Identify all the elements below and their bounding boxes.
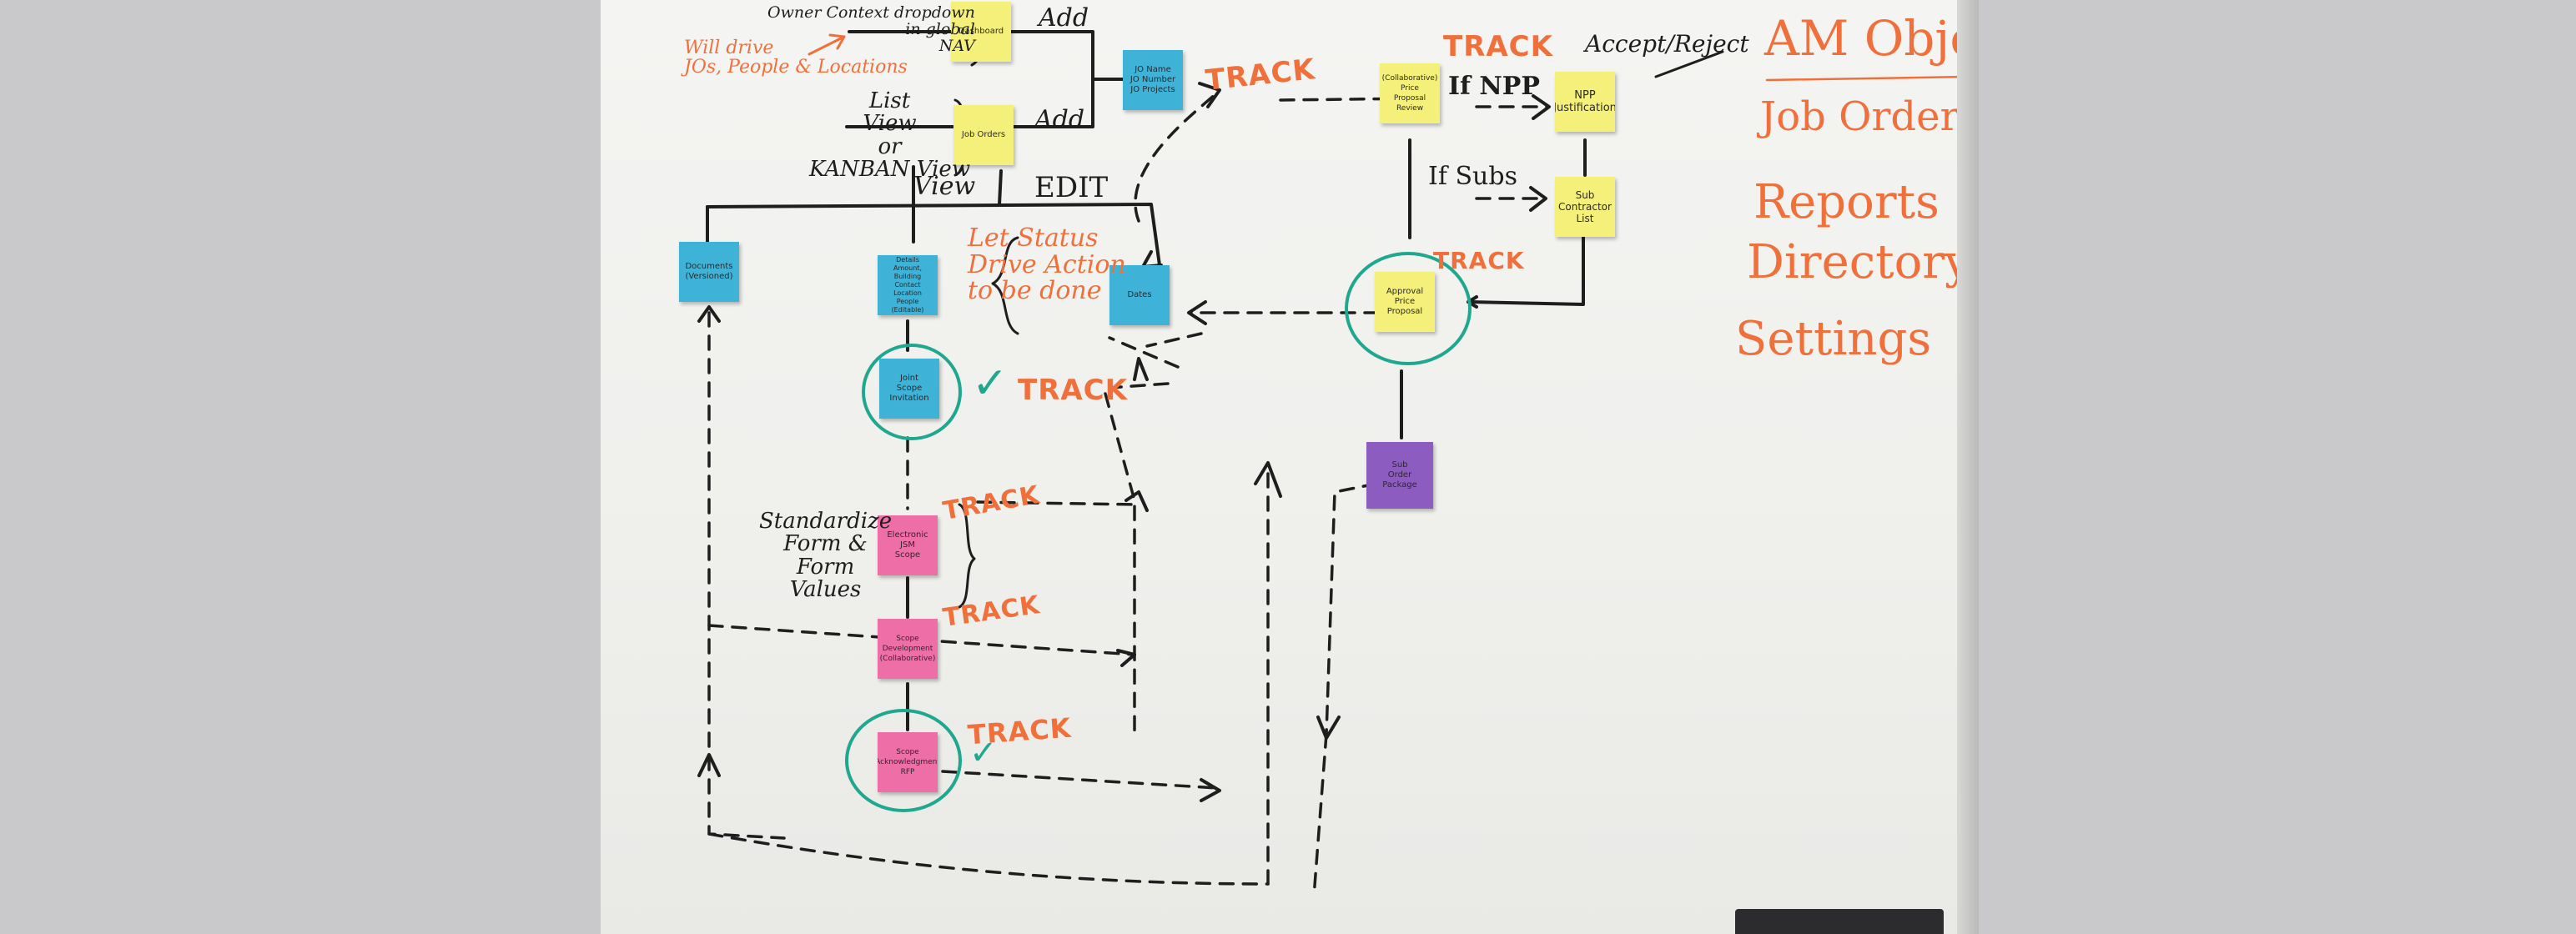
objective-directory: Directory	[1747, 235, 1971, 289]
note-jo-fields: JO Name JO Number JO Projects	[1123, 50, 1183, 110]
label-view: View	[913, 172, 976, 201]
board-eraser	[1735, 909, 1944, 934]
label-track-4: TRACK	[1018, 374, 1128, 407]
label-add-1: Add	[1039, 3, 1089, 33]
label-edit: EDIT	[1034, 171, 1109, 204]
note-sub-order-package: Sub Order Package	[1366, 442, 1433, 509]
note-dashboard: Dashboard	[951, 2, 1011, 62]
note-dates: Dates	[1109, 265, 1170, 325]
objective-job-orders: Job Orders	[1760, 93, 1974, 140]
note-jsm: Electronic JSM Scope	[878, 515, 938, 575]
check-joint-scope: ✓	[972, 359, 1009, 409]
label-track-3: TRACK	[1433, 247, 1525, 274]
label-owner-context: Owner Context dropdown in global NAV	[767, 3, 975, 55]
label-if-npp: If NPP	[1448, 72, 1540, 101]
label-let-status: Let Status Drive Action to be done	[968, 223, 1126, 305]
note-price-proposal-review: (Collaborative) Price Proposal Review	[1380, 63, 1440, 123]
label-list-view: List View or KANBAN View	[809, 88, 971, 182]
note-job-orders: Job Orders	[953, 105, 1014, 165]
check-rfp: ✓	[969, 734, 998, 772]
objective-reports: Reports	[1753, 175, 1940, 229]
note-documents: Documents (Versioned)	[679, 242, 739, 302]
note-joint-scope: Joint Scope Invitation	[879, 359, 939, 419]
note-details: Details Amount, Building Contact Locatio…	[878, 255, 938, 315]
label-track-2: TRACK	[1443, 30, 1553, 63]
label-will-drive: Will drive JOs, People & Locations	[684, 38, 908, 78]
objective-settings: Settings	[1735, 312, 1932, 366]
objectives-title: AM Objectives	[1764, 10, 1974, 67]
whiteboard: Dashboard Job Orders JO Name JO Number J…	[601, 0, 1974, 934]
note-npp: NPP Justification	[1555, 72, 1615, 132]
note-sub-contractor-list: Sub Contractor List	[1555, 177, 1615, 237]
note-approved-price-proposal: Approval Price Proposal	[1375, 272, 1435, 332]
label-standardize: Standardize Form & Form Values	[759, 509, 893, 602]
connector-lines	[697, 7, 1970, 898]
board-frame	[1957, 0, 1979, 934]
label-add-2: Add	[1034, 105, 1085, 134]
view-edit-bar	[706, 203, 1161, 267]
label-if-subs: If Subs	[1428, 162, 1517, 191]
note-scope-acknowledgement: Scope Acknowledgment RFP	[878, 732, 938, 792]
label-accept-reject: Accept/Reject	[1585, 30, 1749, 58]
note-scope-development: Scope Development (Collaborative)	[878, 619, 938, 679]
